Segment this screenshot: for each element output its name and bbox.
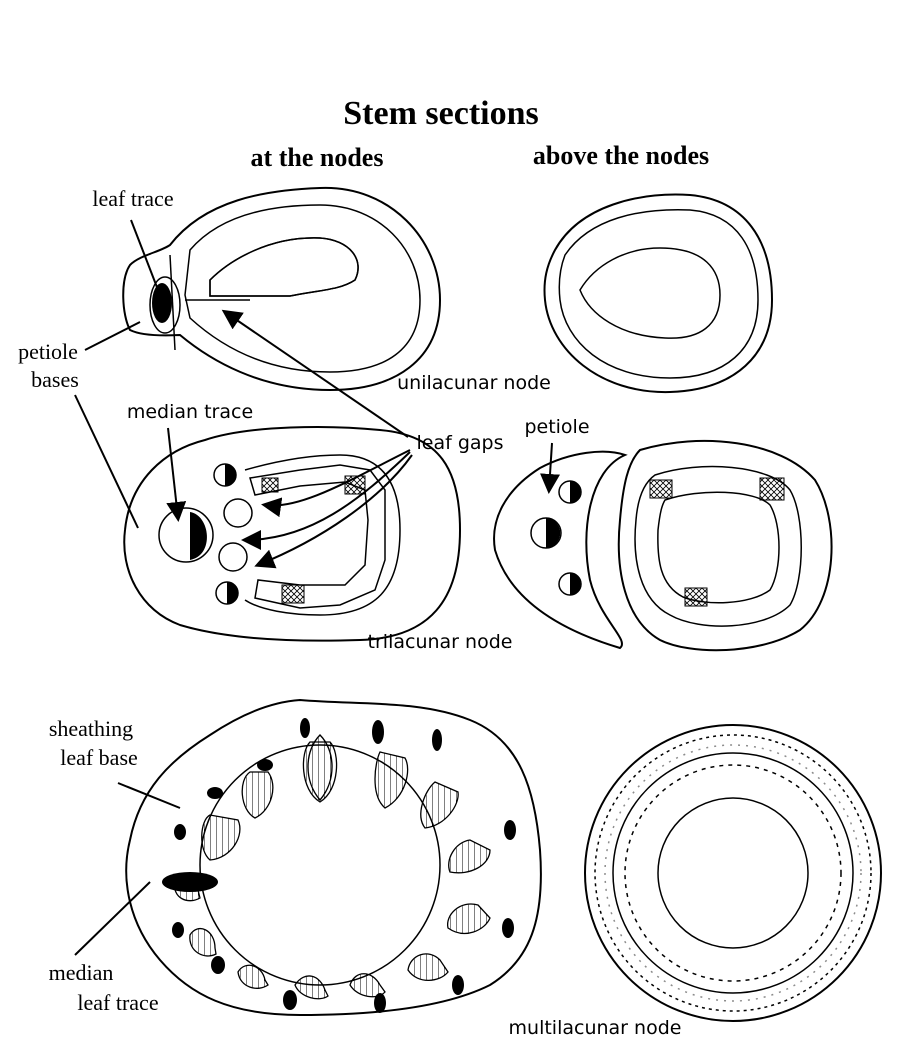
- label-median-leaf-2: leaf trace: [77, 990, 158, 1015]
- caption-unilacunar: unilacunar node: [397, 372, 551, 394]
- leader-sheathing: [117, 782, 181, 809]
- leader-gap-unilacunar: [221, 309, 409, 438]
- label-leaf-gaps: leaf gaps: [416, 432, 503, 454]
- label-median-trace: median trace: [127, 401, 253, 423]
- leader-gap-1: [261, 449, 411, 518]
- label-median-leaf-1: median: [49, 960, 114, 985]
- leader-petiole-upper: [84, 321, 141, 351]
- leader-leaf-trace: [130, 219, 161, 296]
- heading-at-nodes: at the nodes: [251, 143, 384, 172]
- unilacunar-above-section: [543, 193, 774, 394]
- trilacunar-node-section: [123, 426, 462, 642]
- label-petiole-bases-1: petiole: [18, 339, 78, 364]
- leader-gap-2: [241, 451, 411, 550]
- caption-multilacunar: multilacunar node: [509, 1017, 682, 1039]
- unilacunar-node-section: [122, 186, 442, 392]
- label-petiole: petiole: [524, 416, 589, 438]
- leader-petiole: [540, 442, 560, 494]
- label-leaf-trace: leaf trace: [92, 186, 173, 211]
- heading-above-nodes: above the nodes: [533, 141, 709, 170]
- trilacunar-above-section: [493, 439, 833, 652]
- leader-median-trace: [166, 427, 187, 522]
- label-sheathing-1: sheathing: [49, 716, 133, 741]
- leader-petiole-lower: [74, 394, 139, 529]
- leader-median-leaf: [74, 881, 151, 956]
- label-petiole-bases-2: bases: [31, 367, 79, 392]
- label-sheathing-2: leaf base: [60, 745, 138, 770]
- leader-gap-3: [254, 454, 413, 569]
- multilacunar-above-section: [584, 724, 882, 1022]
- multilacunar-node-section: [125, 698, 542, 1017]
- caption-trilacunar: trilacunar node: [368, 631, 513, 653]
- diagram-title: Stem sections: [343, 95, 538, 132]
